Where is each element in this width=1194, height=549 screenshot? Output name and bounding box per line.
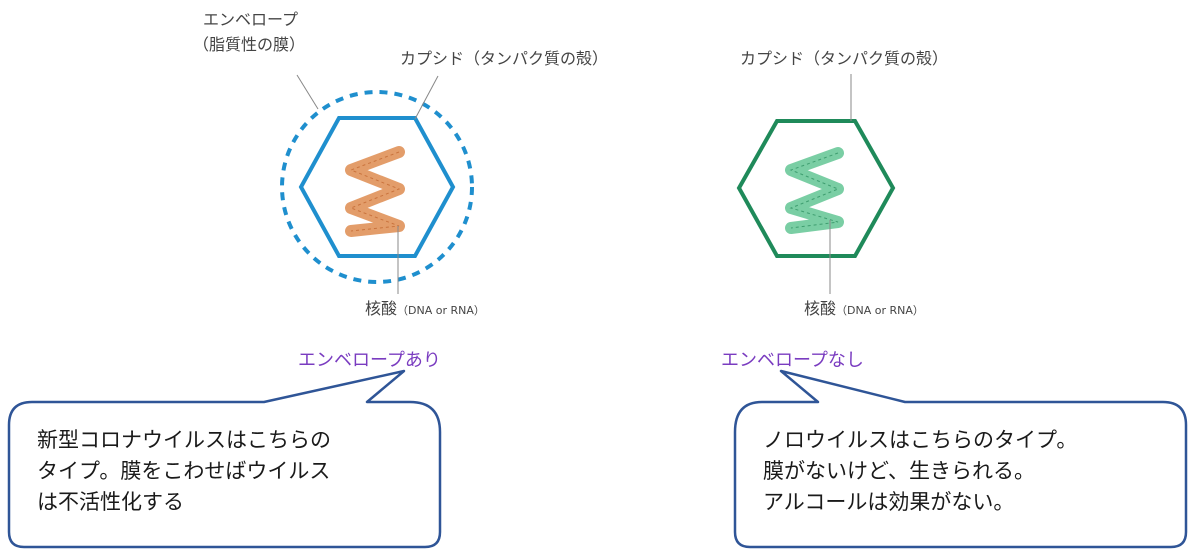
nucleic-label-left: 核酸（DNA or RNA） xyxy=(365,298,485,322)
capsid-leader-line-left xyxy=(414,75,439,120)
capsid-hexagon-left xyxy=(298,116,456,258)
caption-without-envelope: エンベロープなし xyxy=(721,350,864,371)
nucleic-label-sub: （DNA or RNA） xyxy=(397,304,485,317)
nucleic-label-sub: （DNA or RNA） xyxy=(836,304,924,317)
capsid-label-left: カプシド（タンパク質の殻） xyxy=(400,49,609,68)
nucleic-acid-left xyxy=(345,146,405,237)
envelope-label-line1: エンベロープ xyxy=(203,10,299,29)
capsid-label-right: カプシド（タンパク質の殻） xyxy=(740,49,949,68)
nucleic-label-main: 核酸 xyxy=(365,299,398,318)
envelope-label-line2: （脂質性の膜） xyxy=(193,35,306,54)
nucleic-acid-right xyxy=(785,147,844,234)
nucleic-label-main: 核酸 xyxy=(804,299,837,318)
bubble-left-line1: 新型コロナウイルスはこちらの xyxy=(37,428,331,452)
bubble-right-line1: ノロウイルスはこちらのタイプ。 xyxy=(763,428,1078,452)
capsid-hexagon-right xyxy=(736,119,896,258)
bubble-right-line2: 膜がないけど、生きられる。 xyxy=(763,459,1035,483)
speech-bubble-right xyxy=(733,369,1188,549)
envelope-leader-line xyxy=(296,74,319,110)
bubble-left-line3: は不活性化する xyxy=(37,490,184,514)
nucleic-label-right: 核酸（DNA or RNA） xyxy=(804,298,924,322)
bubble-right-line3: アルコールは効果がない。 xyxy=(763,490,1015,514)
envelope-circle xyxy=(280,90,474,284)
caption-with-envelope: エンベロープあり xyxy=(298,350,441,371)
bubble-left-line2: タイプ。膜をこわせばウイルス xyxy=(37,459,331,483)
speech-bubble-left xyxy=(7,369,442,549)
